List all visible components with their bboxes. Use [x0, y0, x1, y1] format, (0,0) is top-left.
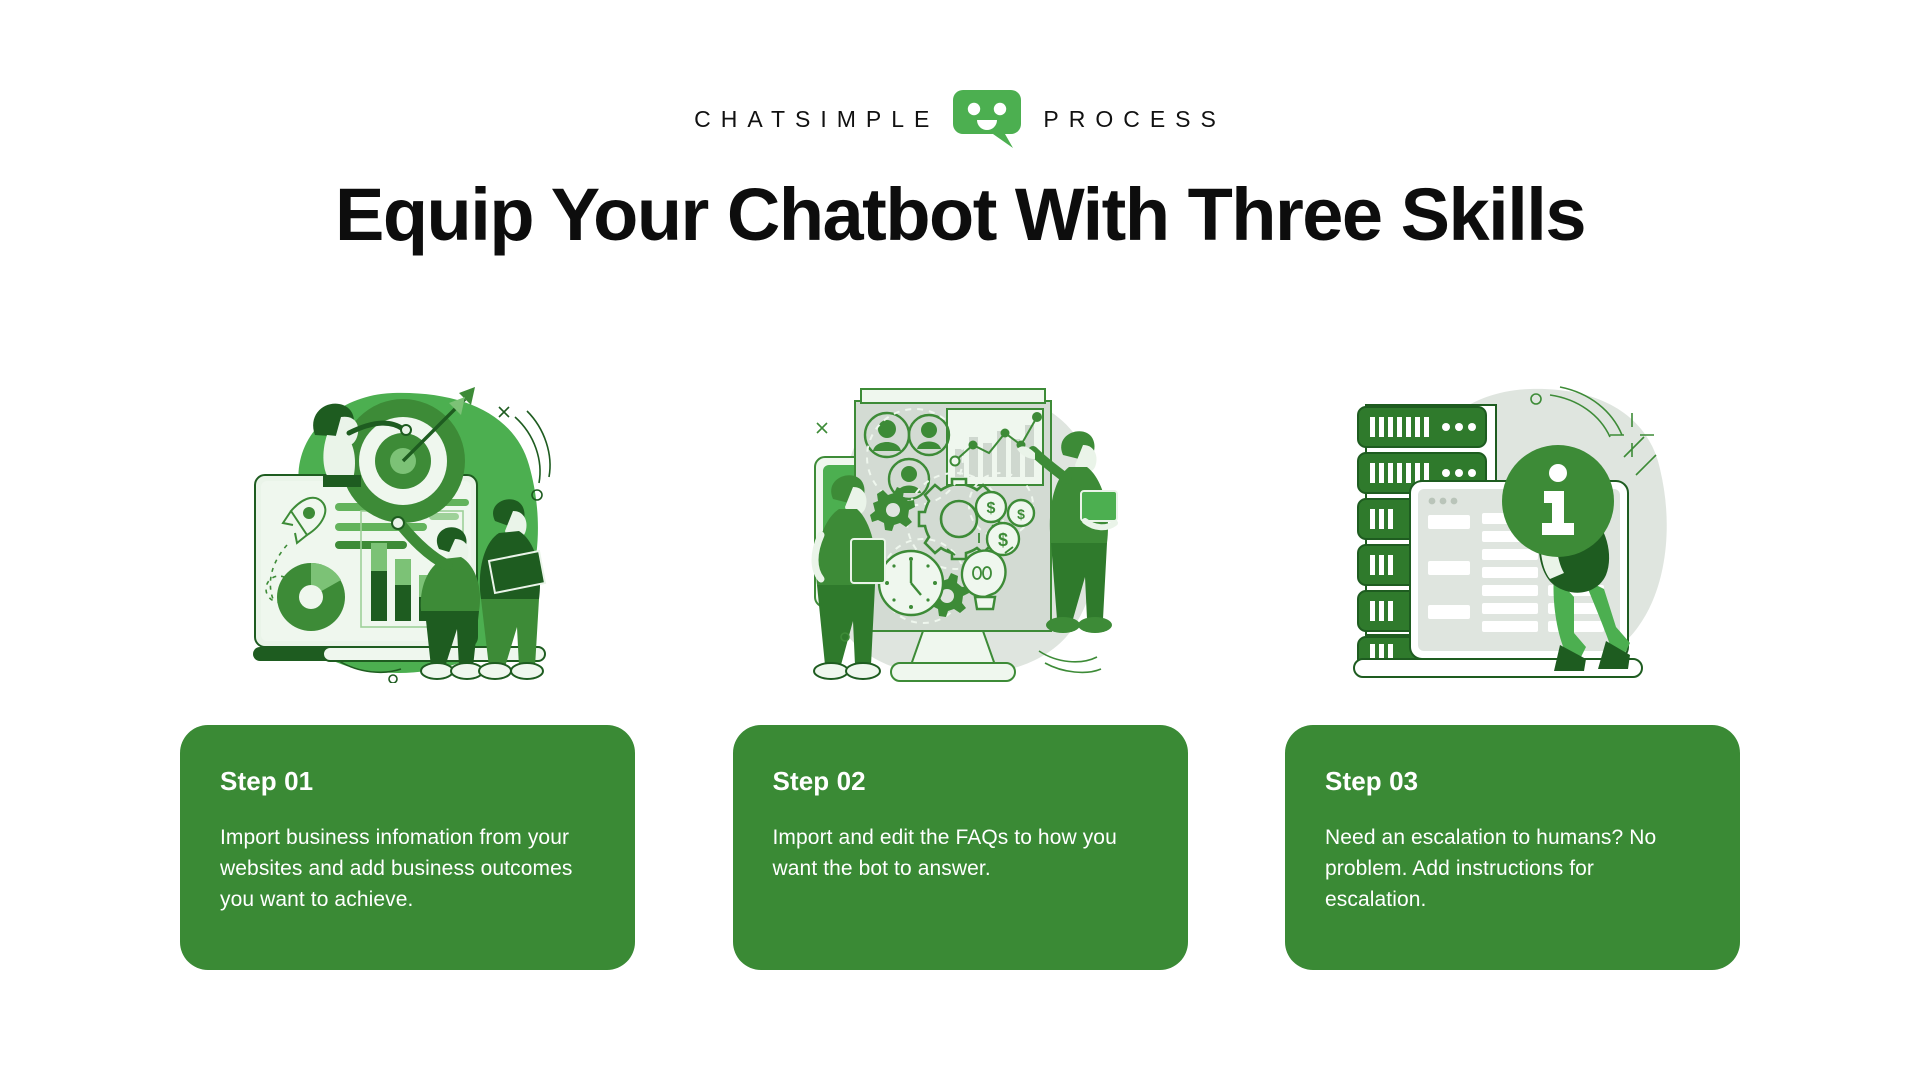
goals-dashboard-illustration: [180, 353, 635, 684]
svg-text:$: $: [998, 530, 1008, 550]
svg-text:$: $: [1017, 506, 1025, 522]
illustration-row: $ $ $: [180, 353, 1740, 684]
brand-suffix: PROCESS: [1043, 105, 1226, 132]
step-card-3-body: Need an escalation to humans? No problem…: [1325, 825, 1657, 912]
escalation-servers-illustration: [1285, 353, 1740, 683]
step-card-1-body: Import business infomation from your web…: [220, 825, 573, 912]
page-title: Equip Your Chatbot With Three Skills: [335, 173, 1587, 256]
chatbot-face-icon: [953, 90, 1022, 148]
step-card-1: Step 01 Import business infomation from …: [180, 725, 635, 971]
faq-gears-illustration: $ $ $: [733, 353, 1188, 683]
step-card-3: Step 03 Need an escalation to humans? No…: [1285, 725, 1740, 971]
step-card-2-body: Import and edit the FAQs to how you want…: [772, 825, 1117, 880]
brand-lockup: CHATSIMPLE PROCESS: [694, 88, 1226, 150]
step-card-3-title: Step 03: [1325, 766, 1419, 797]
step-card-1-title: Step 01: [220, 766, 314, 797]
step-card-2: Step 02 Import and edit the FAQs to how …: [732, 725, 1188, 971]
step-card-2-title: Step 02: [772, 766, 866, 797]
svg-text:$: $: [987, 500, 996, 517]
brand-name: CHATSIMPLE: [694, 105, 940, 132]
steps-row: Step 01 Import business infomation from …: [180, 725, 1740, 971]
